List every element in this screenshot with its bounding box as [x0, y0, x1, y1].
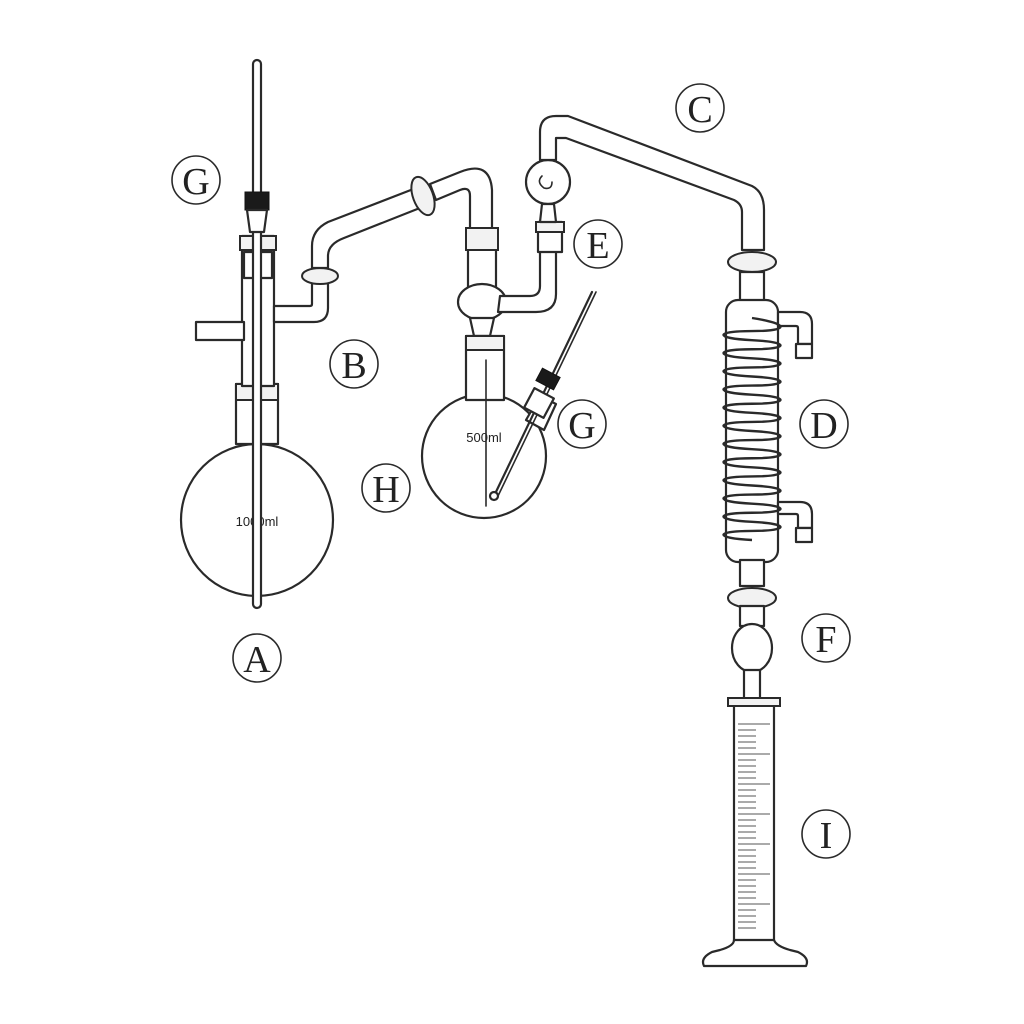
label-b: B: [341, 345, 366, 387]
label-g-left: G: [182, 161, 209, 203]
callout-d: D: [799, 399, 849, 449]
inlet-tube-g-left: [244, 58, 270, 610]
callout-g-left: G: [171, 155, 221, 205]
connecting-tube: [310, 167, 494, 270]
thermometer-g-right: [488, 290, 597, 502]
delivery-tube-c: [538, 114, 777, 273]
label-a: A: [243, 639, 271, 681]
callout-e: E: [573, 219, 623, 269]
label-i: I: [820, 815, 833, 857]
flask-h-volume-label: 500ml: [466, 430, 502, 445]
callout-i: I: [801, 809, 851, 859]
cylinder-graduations: [738, 723, 770, 929]
label-d: D: [810, 405, 837, 447]
callout-f: F: [801, 613, 851, 663]
condenser-coil: [722, 316, 782, 542]
round-bottom-flask-h: 500ml: [420, 334, 558, 520]
trap-e: [524, 158, 572, 254]
callout-a: A: [232, 633, 282, 683]
callout-h: H: [361, 463, 411, 513]
label-f: F: [815, 619, 836, 661]
callout-g-right: G: [557, 399, 607, 449]
graduated-cylinder-i: [701, 697, 809, 968]
callout-c: C: [675, 83, 725, 133]
callout-b: B: [329, 339, 379, 389]
label-h: H: [372, 469, 399, 511]
condenser-d: [722, 270, 814, 609]
label-c: C: [687, 89, 712, 131]
label-g-right: G: [568, 405, 595, 447]
splash-adapter: [456, 227, 558, 338]
label-e: E: [586, 225, 609, 267]
